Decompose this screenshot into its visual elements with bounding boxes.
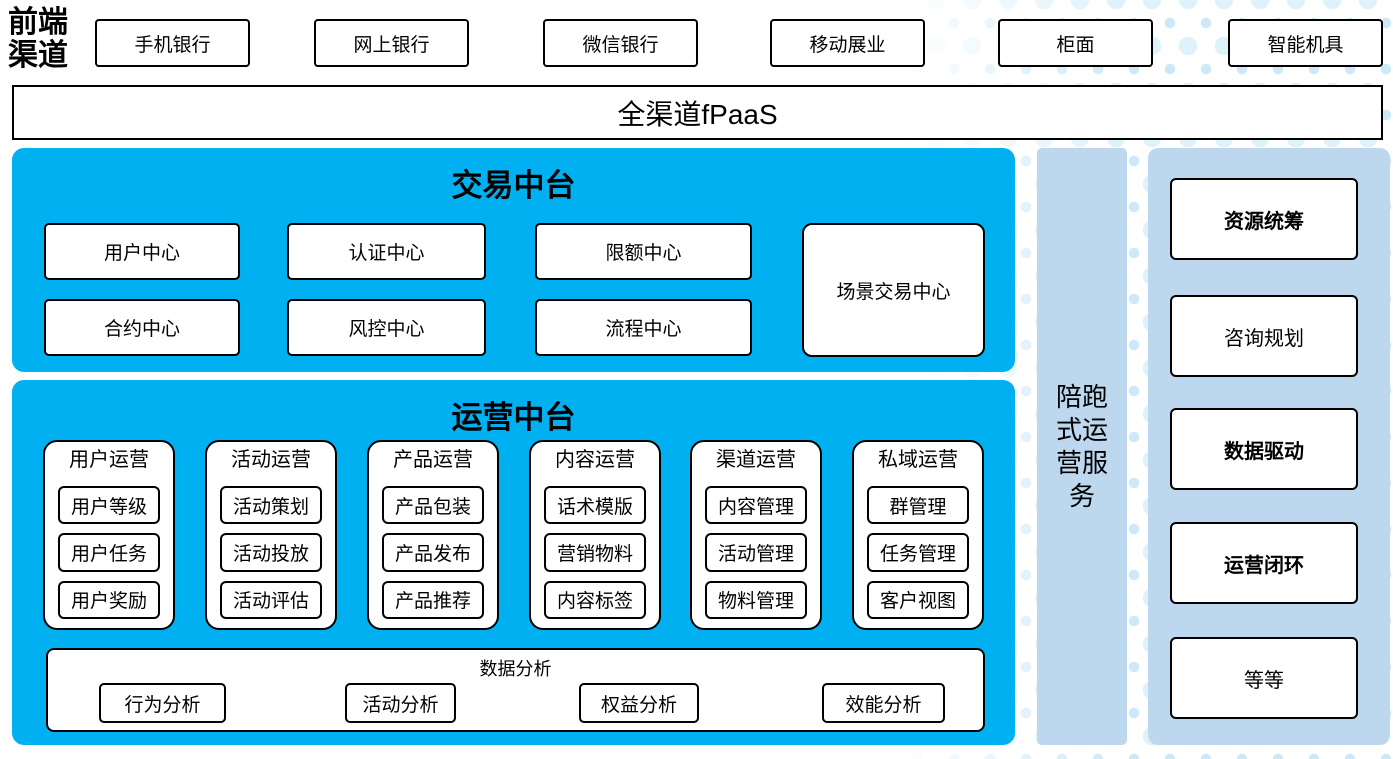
- channel-box-smart-devices: 智能机具: [1228, 19, 1383, 67]
- op-item: 物料管理: [705, 580, 807, 619]
- op-column-title: 活动运营: [231, 449, 311, 471]
- channel-box-counter: 柜面: [998, 19, 1153, 67]
- center-box-limit: 限额中心: [535, 223, 752, 280]
- service-box-consulting: 咨询规划: [1170, 295, 1358, 377]
- op-item: 用户奖励: [58, 580, 160, 619]
- op-item: 营销物料: [544, 533, 646, 572]
- op-item: 群管理: [867, 486, 969, 525]
- op-item: 用户等级: [58, 486, 160, 525]
- op-item: 活动投放: [220, 533, 322, 572]
- op-item: 话术模版: [544, 486, 646, 525]
- companion-service-label: 陪跑式运营服务: [1055, 381, 1108, 511]
- channel-box-mobile-marketing: 移动展业: [770, 19, 925, 67]
- data-analysis-container: 数据分析 行为分析 活动分析 权益分析 效能分析: [46, 648, 985, 732]
- op-column-title: 用户运营: [69, 449, 149, 471]
- center-box-contract: 合约中心: [44, 299, 240, 356]
- op-item: 任务管理: [867, 533, 969, 572]
- service-box-operation-loop: 运营闭环: [1170, 522, 1358, 604]
- op-column-user-operation: 用户运营 用户等级 用户任务 用户奖励: [43, 440, 175, 630]
- op-item: 内容管理: [705, 486, 807, 525]
- trade-platform-block: 交易中台 用户中心 认证中心 限额中心 合约中心 风控中心 流程中心 场景交易中…: [12, 148, 1015, 372]
- op-column-product-operation: 产品运营 产品包装 产品发布 产品推荐: [367, 440, 499, 630]
- op-column-content-operation: 内容运营 话术模版 营销物料 内容标签: [529, 440, 661, 630]
- op-item: 用户任务: [58, 533, 160, 572]
- center-box-user: 用户中心: [44, 223, 240, 280]
- op-item: 内容标签: [544, 580, 646, 619]
- operation-platform-title: 运营中台: [451, 400, 576, 435]
- op-item: 产品发布: [382, 533, 484, 572]
- op-item: 产品包装: [382, 486, 484, 525]
- op-column-title: 内容运营: [555, 449, 635, 471]
- center-box-process: 流程中心: [535, 299, 752, 356]
- op-item: 活动策划: [220, 486, 322, 525]
- op-column-activity-operation: 活动运营 活动策划 活动投放 活动评估: [205, 440, 337, 630]
- center-box-risk: 风控中心: [287, 299, 486, 356]
- op-item: 产品推荐: [382, 580, 484, 619]
- center-box-auth: 认证中心: [287, 223, 486, 280]
- analysis-box-behavior: 行为分析: [99, 683, 226, 723]
- op-column-channel-operation: 渠道运营 内容管理 活动管理 物料管理: [690, 440, 822, 630]
- service-box-etc: 等等: [1170, 637, 1358, 719]
- op-item: 客户视图: [867, 580, 969, 619]
- companion-service-bar: 陪跑式运营服务: [1037, 148, 1127, 745]
- operation-platform-block: 运营中台 用户运营 用户等级 用户任务 用户奖励 活动运营 活动策划 活动投放 …: [12, 380, 1015, 745]
- right-services-panel: 资源统筹 咨询规划 数据驱动 运营闭环 等等: [1148, 148, 1390, 745]
- op-item: 活动评估: [220, 580, 322, 619]
- data-analysis-title: 数据分析: [479, 659, 552, 679]
- service-box-data-driven: 数据驱动: [1170, 408, 1358, 490]
- channel-box-mobile-banking: 手机银行: [95, 19, 250, 67]
- service-box-resource-planning: 资源统筹: [1170, 178, 1358, 260]
- op-item: 活动管理: [705, 533, 807, 572]
- analysis-box-activity: 活动分析: [345, 683, 456, 723]
- channel-box-online-banking: 网上银行: [314, 19, 469, 67]
- analysis-box-efficiency: 效能分析: [822, 683, 945, 723]
- front-channels-label: 前端渠道: [8, 6, 68, 72]
- trade-platform-title: 交易中台: [451, 168, 576, 203]
- op-column-title: 渠道运营: [716, 449, 796, 471]
- channel-box-wechat-banking: 微信银行: [543, 19, 698, 67]
- op-column-title: 私域运营: [878, 449, 958, 471]
- op-column-title: 产品运营: [393, 449, 473, 471]
- op-column-private-domain-operation: 私域运营 群管理 任务管理 客户视图: [852, 440, 984, 630]
- scene-trade-center-box: 场景交易中心: [802, 223, 985, 357]
- analysis-box-benefit: 权益分析: [579, 683, 699, 723]
- fpaas-bar: 全渠道fPaaS: [12, 85, 1383, 140]
